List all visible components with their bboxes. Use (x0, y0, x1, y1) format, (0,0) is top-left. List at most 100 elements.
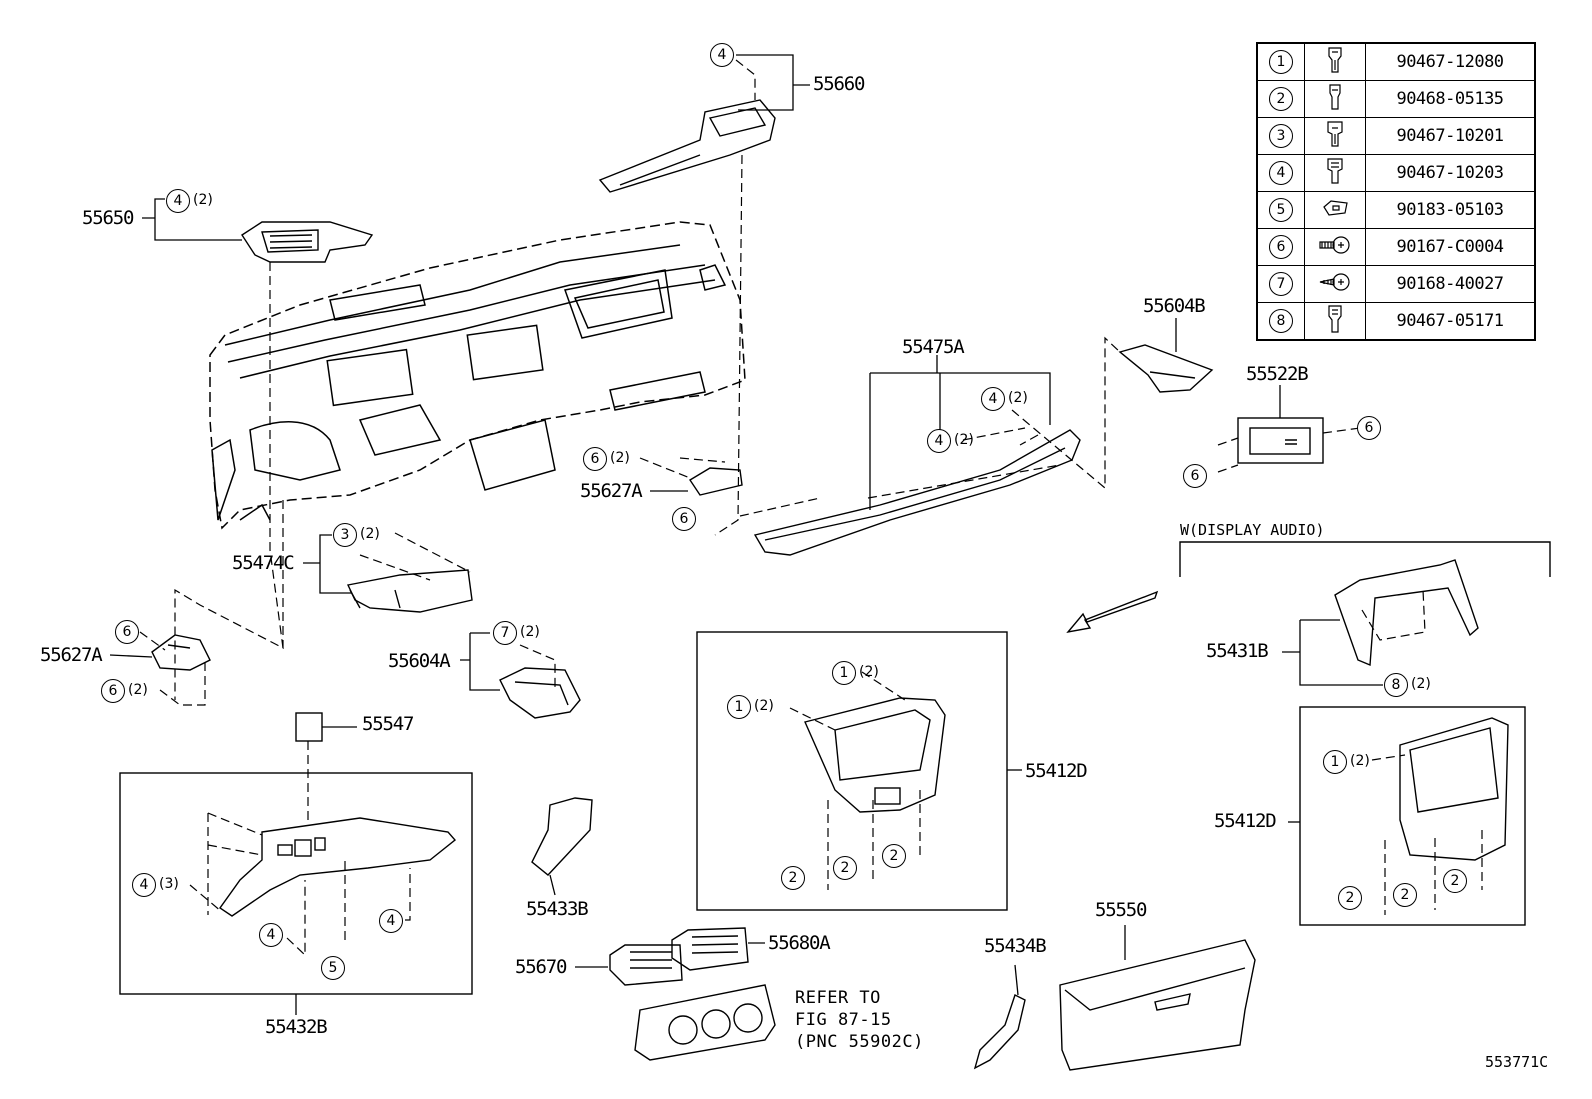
part-label-55474c[interactable]: 55474C (232, 552, 295, 574)
variant-bracket (1179, 541, 1551, 577)
callout-qty: (2) (520, 624, 540, 640)
part-number[interactable]: 90468-05135 (1365, 80, 1536, 118)
callout-circle: 6 (672, 507, 696, 531)
climate-panel-drawing (634, 984, 776, 1061)
clip-icon (1304, 117, 1366, 155)
reference-note-line-1: REFER TO (795, 988, 881, 1008)
callout-circle: 4 (259, 923, 283, 947)
clip-icon (1304, 80, 1366, 118)
part-55650-drawing (241, 221, 374, 263)
callout-qty: (2) (1350, 753, 1370, 769)
part-number[interactable]: 90183-05103 (1365, 191, 1536, 229)
part-label-55433b[interactable]: 55433B (526, 898, 589, 920)
part-number[interactable]: 90467-12080 (1365, 42, 1536, 81)
ref-number-4: 4 (1269, 161, 1293, 185)
callout-circle: 2 (1393, 883, 1417, 907)
callout-circle: 1 (727, 695, 751, 719)
callout-qty: (2) (754, 698, 774, 714)
callout-circle: 2 (781, 866, 805, 890)
part-55547-drawing (295, 712, 323, 742)
part-label-55627a-mid[interactable]: 55627A (580, 480, 643, 502)
ref-number-3: 3 (1269, 124, 1293, 148)
callout-qty: (2) (193, 192, 213, 208)
part-label-55432b[interactable]: 55432B (265, 1016, 328, 1038)
callout-circle: 3 (333, 523, 357, 547)
callout-qty: (2) (1411, 676, 1431, 692)
callout-qty: (2) (360, 526, 380, 542)
part-number[interactable]: 90467-10203 (1365, 154, 1536, 192)
part-55550-drawing (1059, 939, 1256, 1071)
table-row[interactable]: 4 90467-10203 (1256, 154, 1536, 192)
clip-icon (1304, 42, 1366, 81)
part-label-55660[interactable]: 55660 (813, 73, 865, 95)
callout-circle: 4 (710, 43, 734, 67)
part-label-55604a[interactable]: 55604A (388, 650, 451, 672)
part-55412d-mid-drawing (804, 697, 946, 813)
table-row[interactable]: 5 90183-05103 (1256, 191, 1536, 229)
instrument-panel-drawing (209, 221, 746, 530)
part-label-55412d-right[interactable]: 55412D (1214, 810, 1277, 832)
box-55412d-mid (696, 631, 1008, 911)
part-label-55650[interactable]: 55650 (82, 207, 134, 229)
table-row[interactable]: 2 90468-05135 (1256, 80, 1536, 118)
table-row[interactable]: 8 90467-05171 (1256, 302, 1536, 341)
callout-circle: 8 (1384, 673, 1408, 697)
part-label-55604b[interactable]: 55604B (1143, 295, 1206, 317)
part-label-55670[interactable]: 55670 (515, 956, 567, 978)
part-label-55475a[interactable]: 55475A (902, 336, 965, 358)
part-55522b-drawing (1237, 417, 1324, 464)
part-label-55434b[interactable]: 55434B (984, 935, 1047, 957)
callout-circle: 1 (832, 661, 856, 685)
callout-circle: 4 (981, 387, 1005, 411)
part-label-55522b[interactable]: 55522B (1246, 363, 1309, 385)
part-label-55412d-mid[interactable]: 55412D (1025, 760, 1088, 782)
ref-number-2: 2 (1269, 87, 1293, 111)
nut-clip-icon (1304, 191, 1366, 229)
table-row[interactable]: 7 90168-40027 (1256, 265, 1536, 303)
variant-label: W(DISPLAY AUDIO) (1180, 521, 1325, 539)
callout-circle: 6 (1183, 464, 1207, 488)
table-row[interactable]: 1 90467-12080 (1256, 42, 1536, 81)
fastener-table: 1 90467-12080 2 90468-05135 3 90467-1020… (1256, 42, 1536, 341)
callout-circle: 6 (583, 447, 607, 471)
callout-qty: (2) (954, 432, 974, 448)
callout-qty: (2) (1008, 390, 1028, 406)
part-55432b-drawing (219, 817, 457, 917)
part-55627a-mid-drawing (689, 467, 743, 496)
callout-circle: 6 (101, 679, 125, 703)
ref-number-8: 8 (1269, 309, 1293, 333)
ref-number-5: 5 (1269, 198, 1293, 222)
part-number[interactable]: 90467-05171 (1365, 302, 1536, 341)
tapping-screw-icon (1304, 265, 1366, 303)
callout-circle: 4 (132, 873, 156, 897)
callout-circle: 4 (927, 429, 951, 453)
table-row[interactable]: 6 90167-C0004 (1256, 228, 1536, 266)
leader-lines (109, 54, 1383, 1015)
callout-circle: 4 (379, 909, 403, 933)
part-55474c-drawing (346, 569, 473, 613)
ref-number-7: 7 (1269, 272, 1293, 296)
part-label-55547[interactable]: 55547 (362, 713, 414, 735)
part-55660-drawing (598, 99, 776, 193)
part-label-55550[interactable]: 55550 (1095, 899, 1147, 921)
part-number[interactable]: 90467-10201 (1365, 117, 1536, 155)
part-55433b-drawing (531, 797, 593, 876)
box-55412d-right (1299, 706, 1526, 926)
arrow-variant (1066, 590, 1159, 634)
callout-qty: (2) (610, 450, 630, 466)
reference-note-line-3: (PNC 55902C) (795, 1032, 924, 1052)
callout-qty: (2) (128, 682, 148, 698)
callout-qty: (2) (859, 664, 879, 680)
screw-icon (1304, 228, 1366, 266)
callout-circle: 7 (493, 621, 517, 645)
part-number[interactable]: 90168-40027 (1365, 265, 1536, 303)
table-row[interactable]: 3 90467-10201 (1256, 117, 1536, 155)
part-label-55627a-left[interactable]: 55627A (40, 644, 103, 666)
part-number[interactable]: 90167-C0004 (1365, 228, 1536, 266)
part-label-55680a[interactable]: 55680A (768, 932, 831, 954)
callout-circle: 5 (321, 956, 345, 980)
part-55604b-drawing (1118, 344, 1214, 393)
part-label-55431b[interactable]: 55431B (1206, 640, 1269, 662)
callout-circle: 2 (882, 844, 906, 868)
